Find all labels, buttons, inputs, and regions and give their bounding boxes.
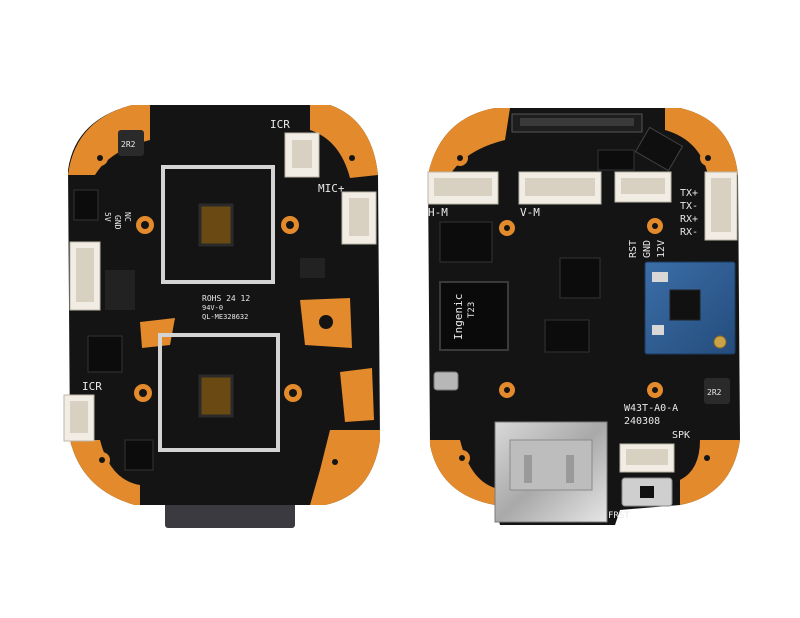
mounting-hole [99,457,105,463]
label-ic-marking: 2R2 [121,140,136,149]
label-vm: V-M [520,206,540,219]
mounting-hole [504,387,510,393]
label-gnd: GND [642,240,653,258]
chip [87,335,123,373]
copper-pad [68,105,150,175]
diode [634,126,684,172]
chip [544,319,590,353]
connector-spk [619,443,675,473]
label-mic: MIC+ [318,182,345,195]
copper-pad [340,368,374,422]
label-rohs: ROHS 24 12 [202,294,250,303]
label-icr-top: ICR [270,118,290,131]
soc-brand: Ingenic [452,294,465,340]
sensor-frame-bottom [158,333,280,452]
crystal [433,371,459,391]
sensor-frame-top [161,165,275,284]
copper-pad [70,440,140,505]
copper-pad [140,318,175,348]
label-rx-plus: RX+ [680,214,698,225]
mounting-hole [97,155,103,161]
smd-cluster [105,270,135,310]
mounting-hole [652,387,658,393]
lens-mount-hole [289,389,297,397]
mounting-hole [332,459,338,465]
label-frst: FRST [608,511,630,521]
lens-mount-hole [139,389,147,397]
copper-pad [665,108,738,175]
connector-side [69,241,101,311]
label-12v: 12V [656,240,667,258]
mounting-hole [652,223,658,229]
label-spk: SPK [672,430,690,441]
label-rst: RST [628,240,639,258]
connector-icr-top [284,132,320,178]
copper-pad [430,440,495,505]
mounting-hole [504,225,510,231]
connector-vm [518,171,602,205]
connector-uart [704,171,738,241]
wifi-chip [669,289,701,321]
label-rohs-ul: 94V-0 [202,304,223,312]
connector-icr-bottom [63,394,95,442]
smd-cluster [652,272,668,282]
chip [559,257,601,299]
pcb-outline [428,108,740,525]
pcb-outline [68,105,380,505]
image-sensor [198,203,234,247]
chip [73,189,99,221]
inductor [118,130,144,156]
mounting-hole [459,455,465,461]
fpc-slot [520,118,634,126]
mounting-hole [705,155,711,161]
label-tx-plus: TX+ [680,188,698,199]
label-5v: 5V [103,212,112,222]
label-nc: NC [123,212,132,222]
chip [124,439,154,471]
mounting-hole [349,155,355,161]
inductor [704,378,730,404]
label-hm: H-M [428,206,448,219]
connector-mic [341,191,377,245]
label-part-number: QL-ME328632 [202,313,248,321]
connector-opening [509,439,593,491]
mounting-hole [704,455,710,461]
flash-chip [439,221,493,263]
label-icr-bottom: ICR [82,380,102,393]
lens-bracket [165,500,295,528]
left-board: ICR MIC+ ICR 2R2 ROHS 24 12 94V-0 QL-ME3… [63,105,380,528]
lens-mount-hole [286,221,294,229]
connector-tab [566,455,574,483]
image-sensor [198,374,234,418]
copper-pad [680,440,740,505]
soc-chip [439,281,509,351]
label-tx-minus: TX- [680,201,698,212]
chip [597,149,635,171]
copper-pad [319,315,333,329]
smd-cluster [300,258,325,278]
label-rx-minus: RX- [680,227,698,238]
copper-pad [310,430,380,505]
label-board-model: W43T-A0-A [624,403,678,414]
label-ic-marking: 2R2 [707,388,722,397]
right-board: Ingenic T23 H-M V-M TX+ TX- RX+ RX- RST [427,108,740,525]
lens-mount-hole [141,221,149,229]
antenna-connector [713,335,727,349]
label-gnd: GND [113,215,122,230]
connector-top-right [614,171,672,203]
copper-pad [428,108,510,175]
label-board-date: 240308 [624,416,660,427]
reset-button-cap [640,486,654,498]
soc-model: T23 [467,302,477,318]
connector-tab [524,455,532,483]
smd-cluster [652,325,664,335]
copper-pad [310,105,378,178]
mounting-hole [457,155,463,161]
connector-hm [427,171,499,205]
